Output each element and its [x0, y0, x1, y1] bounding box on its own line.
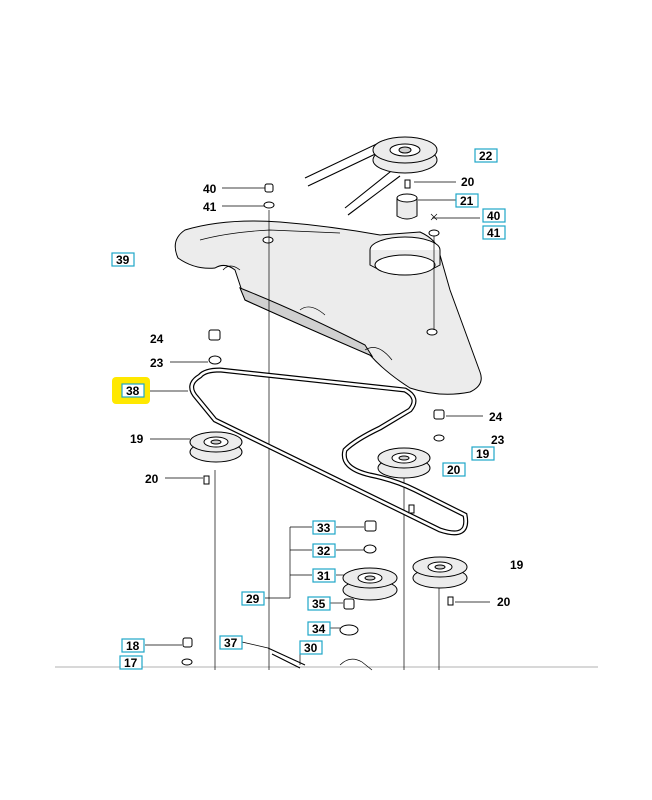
callout-32: 32	[317, 544, 331, 558]
callout-35: 35	[312, 597, 326, 611]
lower-left-fasteners	[181, 637, 193, 666]
upper-belt	[304, 139, 401, 216]
center-pulley	[377, 447, 431, 514]
callout-41-upper-left: 41	[203, 200, 217, 214]
deck-plate	[174, 220, 482, 395]
right-bolt	[433, 409, 445, 442]
callout-30: 30	[304, 641, 318, 655]
callout-39: 39	[116, 253, 130, 267]
callout-20-lower-right: 20	[497, 595, 511, 609]
callout-18: 18	[126, 639, 140, 653]
callout-19-far-right: 19	[510, 558, 524, 572]
callout-21: 21	[460, 194, 474, 208]
callout-19-left: 19	[130, 432, 144, 446]
callout-31: 31	[317, 569, 331, 583]
callout-17: 17	[124, 656, 138, 670]
callout-24-right: 24	[489, 410, 503, 424]
callout-29: 29	[246, 592, 260, 606]
upper-pulley	[372, 136, 438, 174]
callout-41-right: 41	[487, 226, 501, 240]
callout-labels: 22 40 41 20 21 40 41 39 24 23 38 24 23 1…	[111, 148, 524, 670]
callout-33: 33	[317, 521, 331, 535]
shaft-lines	[214, 210, 440, 670]
spacer-part	[396, 179, 418, 220]
middle-pulley-stack	[342, 520, 398, 601]
callout-40-right: 40	[487, 209, 501, 223]
callout-37: 37	[224, 636, 238, 650]
callout-24-left: 24	[150, 332, 164, 346]
callout-34: 34	[312, 622, 326, 636]
callout-23-left: 23	[150, 356, 164, 370]
left-bolt	[208, 329, 222, 365]
callout-19-right-box: 19	[476, 447, 490, 461]
lower-parts	[267, 598, 373, 671]
callout-20-center-box: 20	[447, 463, 461, 477]
drive-belt	[189, 367, 469, 536]
callout-22: 22	[479, 149, 493, 163]
callout-23-right: 23	[491, 433, 505, 447]
left-pulley	[189, 431, 243, 485]
callout-40-upper-left: 40	[203, 182, 217, 196]
callout-20-top: 20	[461, 175, 475, 189]
leader-lines	[145, 181, 490, 665]
upper-left-fasteners	[263, 183, 275, 209]
callout-38: 38	[126, 384, 140, 398]
callout-20-left: 20	[145, 472, 159, 486]
upper-right-fasteners	[428, 213, 440, 237]
right-pulley	[412, 556, 468, 606]
